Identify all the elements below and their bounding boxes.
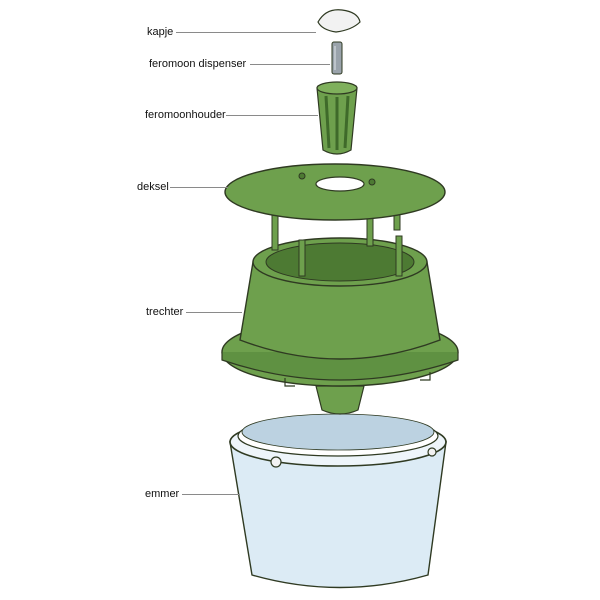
pheromone-holder [316,81,358,155]
leader-line-pheromone-holder [226,115,318,116]
leader-line-cap [176,32,316,33]
label-cap: kapje [147,26,174,38]
cap [317,9,361,33]
label-funnel: trechter [146,306,184,318]
funnel [221,235,459,415]
bucket [229,413,447,589]
lid [224,163,446,251]
label-lid: deksel [137,181,169,193]
label-bucket: emmer [145,488,180,500]
leader-line-funnel [186,312,242,313]
leader-line-lid [170,187,228,188]
label-pheromone-holder: feromoonhouder [145,109,226,121]
leader-line-pheromone-dispenser [250,64,330,65]
leader-line-bucket [182,494,240,495]
pheromone-dispenser [331,41,343,75]
label-pheromone-dispenser: feromoon dispenser [149,58,247,70]
